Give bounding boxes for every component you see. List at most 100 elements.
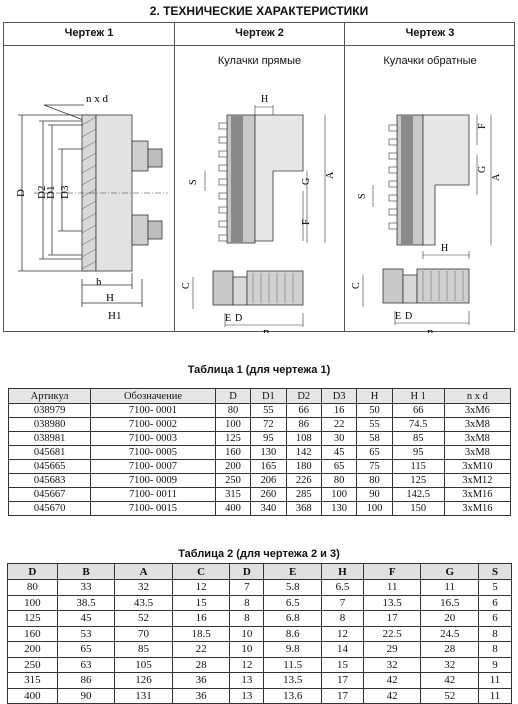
table-cell: 3хМ8 (443, 431, 512, 446)
table-cell: 45 (320, 445, 358, 460)
table-cell: 6.8 (263, 610, 322, 627)
table-cell: 13 (229, 687, 265, 704)
drawing-3-subtitle: Кулачки обратные (383, 55, 477, 67)
table-cell: 5.8 (263, 579, 322, 596)
table-cell: 32 (420, 656, 479, 673)
table-cell: 11 (478, 687, 512, 704)
table-cell: 125 (7, 610, 58, 627)
table-cell: 200 (214, 459, 252, 474)
table-cell: 100 (7, 594, 58, 611)
table-cell: 3хМ8 (443, 445, 512, 460)
table-cell: 52 (420, 687, 479, 704)
table-cell: 55 (356, 417, 393, 432)
table-cell: 90 (56, 687, 116, 704)
label-C: C (181, 282, 192, 289)
column-divider (344, 23, 345, 331)
label-H: H (441, 243, 448, 254)
table-cell: 108 (285, 431, 322, 446)
section-title: 2. ТЕХНИЧЕСКИЕ ХАРАКТЕРИСТИКИ (149, 4, 369, 18)
table1-header-cell: D1 (250, 388, 287, 404)
table-cell: 130 (250, 445, 287, 460)
table-cell: 100 (320, 487, 358, 502)
table1-header-cell: Артикул (7, 388, 92, 404)
table-cell: 285 (285, 487, 322, 502)
table-cell: 400 (7, 687, 58, 704)
label-G: G (477, 166, 488, 173)
table-cell: 74.5 (391, 417, 445, 432)
table-cell: 165 (250, 459, 287, 474)
table-cell: 8 (229, 610, 265, 627)
drawing-1-header: Чертеж 1 (64, 27, 114, 39)
table-cell: 11 (362, 579, 422, 596)
table2-header-cell: B (56, 563, 116, 580)
table-cell: 13.5 (362, 594, 422, 611)
table-cell: 150 (391, 501, 445, 516)
label-D1: D1 (45, 186, 57, 199)
table-cell: 10 (229, 641, 265, 658)
table-cell: 72 (250, 417, 287, 432)
table-cell: 6 (478, 594, 512, 611)
table-cell: 250 (7, 656, 58, 673)
table-cell: 11.5 (263, 656, 322, 673)
table-cell: 85 (391, 431, 445, 446)
table-cell: 7100- 0001 (90, 403, 216, 418)
table-cell: 260 (250, 487, 287, 502)
table-cell: 038981 (7, 431, 92, 446)
table2-header-cell: C (171, 563, 231, 580)
table-cell: 42 (420, 672, 479, 689)
table2-header-cell: D (7, 563, 58, 580)
table-cell: 15 (171, 594, 231, 611)
table-cell: 42 (362, 672, 422, 689)
drawing-2-subtitle: Кулачки прямые (217, 55, 302, 67)
table-cell: 55 (250, 403, 287, 418)
table-cell: 125 (214, 431, 252, 446)
table1-header-cell: H 1 (391, 388, 445, 404)
table-cell: 36 (171, 672, 231, 689)
table1-header-cell: n x d (443, 388, 512, 404)
table-cell: 70 (114, 625, 173, 642)
label-H: H (261, 94, 268, 105)
table-cell: 22 (171, 641, 231, 658)
label-S: S (357, 193, 368, 199)
table-cell: 8 (478, 625, 512, 642)
table-cell: 226 (285, 473, 322, 488)
label-D: D (405, 311, 412, 322)
drawing-3-header: Чертеж 3 (405, 27, 455, 39)
column-divider (174, 23, 175, 331)
drawings-panel: Чертеж 1 Чертеж 2 Чертеж 3 Кулачки прямы… (3, 22, 515, 333)
table-cell: 11 (420, 579, 479, 596)
table-cell: 368 (285, 501, 322, 516)
label-A: A (491, 173, 502, 181)
table-cell: 6.5 (263, 594, 322, 611)
table-cell: 9 (478, 656, 512, 673)
label-E: E (395, 311, 401, 322)
table-cell: 32 (362, 656, 422, 673)
label-S: S (188, 179, 199, 185)
label-A: A (325, 171, 336, 179)
table-cell: 7100- 0015 (90, 501, 216, 516)
table2-caption: Таблица 2 (для чертежа 2 и 3) (178, 548, 340, 560)
table-cell: 180 (285, 459, 322, 474)
table-cell: 20 (420, 610, 479, 627)
label-F: F (301, 219, 312, 225)
table-cell: 13.6 (263, 687, 322, 704)
table-cell: 045665 (7, 459, 92, 474)
drawing-2-straight-jaw: H S G A F C E D B (181, 94, 336, 333)
table-cell: 18.5 (171, 625, 231, 642)
label-D: D (15, 189, 27, 197)
table-cell: 8 (478, 641, 512, 658)
table-cell: 22.5 (362, 625, 422, 642)
table-cell: 038980 (7, 417, 92, 432)
table-cell: 315 (214, 487, 252, 502)
table-cell: 28 (420, 641, 479, 658)
table-cell: 045667 (7, 487, 92, 502)
